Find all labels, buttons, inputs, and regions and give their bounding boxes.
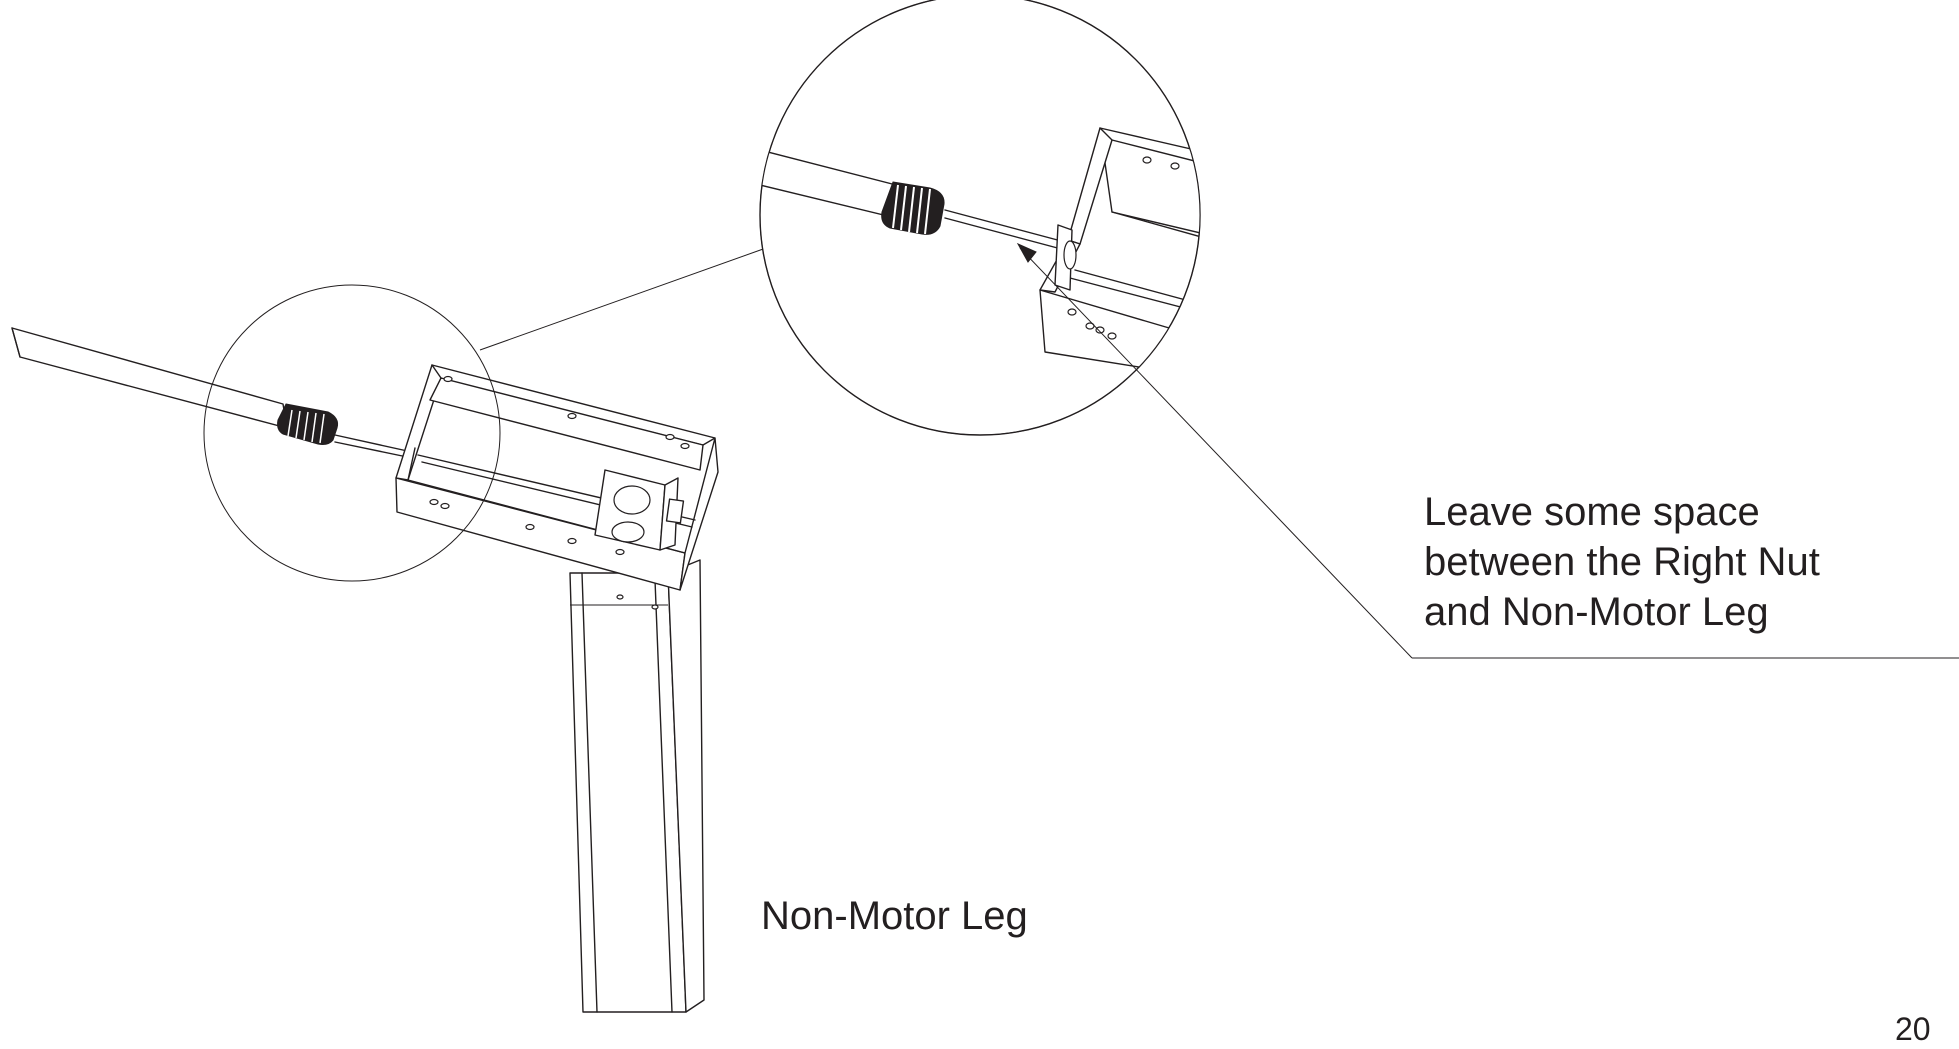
non-motor-leg [569, 559, 705, 1013]
callout-line-1: Leave some space [1424, 490, 1760, 534]
callout-line-3: and Non-Motor Leg [1424, 590, 1769, 634]
right-nut-icon [277, 403, 339, 445]
callout-text: Leave some space between the Right Nut a… [1424, 487, 1820, 637]
callout-line-2: between the Right Nut [1424, 540, 1820, 584]
page-number: 20 [1895, 1011, 1931, 1047]
detail-circle-small [203, 284, 501, 582]
detail-circle-large [759, 0, 1201, 436]
detail-leader-line [479, 247, 767, 351]
spindle-rod-left [11, 327, 413, 459]
leg-bracket [395, 364, 719, 591]
non-motor-leg-label: Non-Motor Leg [761, 894, 1028, 938]
callout-leader [1016, 242, 1959, 659]
detail-zoom [759, 0, 1201, 436]
assembly-illustration [11, 0, 1959, 1013]
arrowhead-icon [1016, 242, 1037, 263]
